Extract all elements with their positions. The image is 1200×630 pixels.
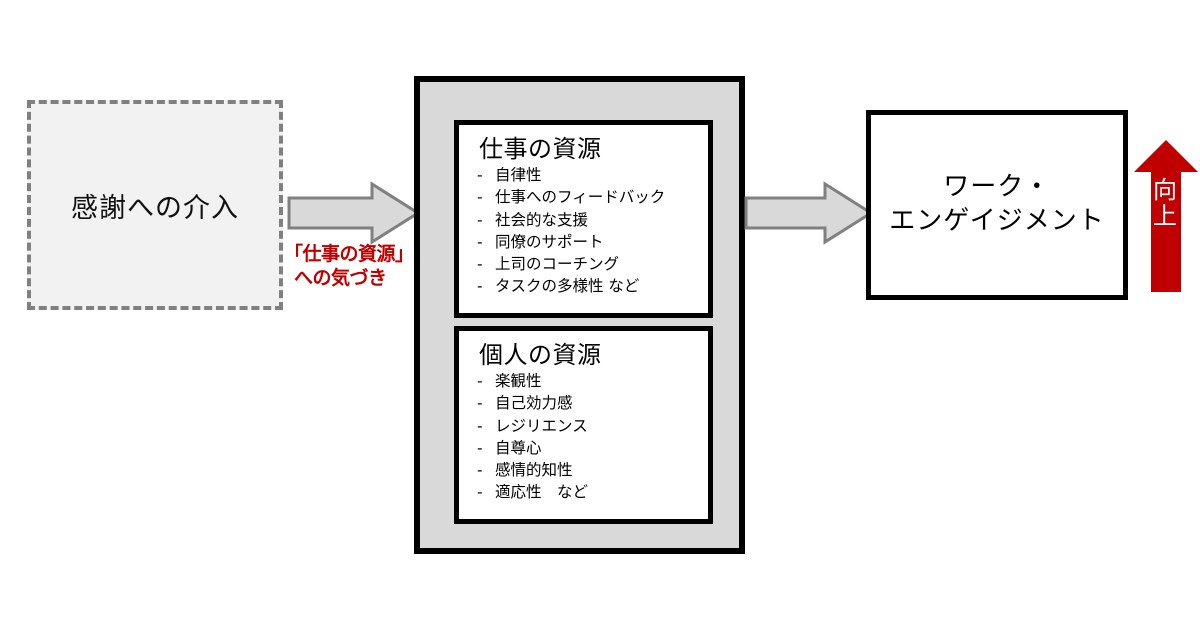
list-item: タスクの多様性 など xyxy=(473,275,708,297)
list-item: 同僚のサポート xyxy=(473,231,708,253)
uplift-char-2: 上 xyxy=(1153,201,1177,230)
personal-resources-list: 楽観性 自己効力感 レジリエンス 自尊心 感情的知性 適応性 など xyxy=(473,370,708,503)
list-item: レジリエンス xyxy=(473,415,708,437)
work-engagement-line2: エンゲイジメント xyxy=(889,206,1105,236)
list-item: 上司のコーチング xyxy=(473,253,708,275)
list-item: 自律性 xyxy=(473,164,708,186)
personal-resources-card: 個人の資源 楽観性 自己効力感 レジリエンス 自尊心 感情的知性 適応性 など xyxy=(454,326,713,524)
awareness-note-line1: 「仕事の資源」 xyxy=(284,243,414,265)
resources-container: 仕事の資源 自律性 仕事へのフィードバック 社会的な支援 同僚のサポート 上司の… xyxy=(414,76,745,554)
list-item: 適応性 など xyxy=(473,481,708,503)
list-item: 感情的知性 xyxy=(473,459,708,481)
intervention-box: 感謝への介入 xyxy=(27,100,283,310)
personal-resources-title: 個人の資源 xyxy=(479,341,602,369)
uplift-label: 向 上 xyxy=(1148,176,1182,230)
work-engagement-line1: ワーク・ xyxy=(943,172,1051,203)
work-resources-title: 仕事の資源 xyxy=(479,135,602,163)
list-item: 楽観性 xyxy=(473,370,708,392)
work-resources-list: 自律性 仕事へのフィードバック 社会的な支援 同僚のサポート 上司のコーチング … xyxy=(473,164,708,297)
awareness-note-line2: への気づき xyxy=(294,266,387,289)
list-item: 仕事へのフィードバック xyxy=(473,186,708,208)
list-item: 社会的な支援 xyxy=(473,209,708,231)
work-resources-card: 仕事の資源 自律性 仕事へのフィードバック 社会的な支援 同僚のサポート 上司の… xyxy=(454,120,713,318)
intervention-label: 感謝への介入 xyxy=(71,192,239,224)
uplift-arrow-icon xyxy=(1134,140,1198,292)
arrow-resources-to-outcome xyxy=(744,181,874,245)
arrow-intervention-to-resources xyxy=(287,181,421,245)
list-item: 自己効力感 xyxy=(473,392,708,414)
work-engagement-box: ワーク・ エンゲイジメント xyxy=(866,110,1128,300)
list-item: 自尊心 xyxy=(473,437,708,459)
uplift-char-1: 向 xyxy=(1153,176,1177,204)
awareness-note: 「仕事の資源」 への気づき xyxy=(284,243,424,291)
